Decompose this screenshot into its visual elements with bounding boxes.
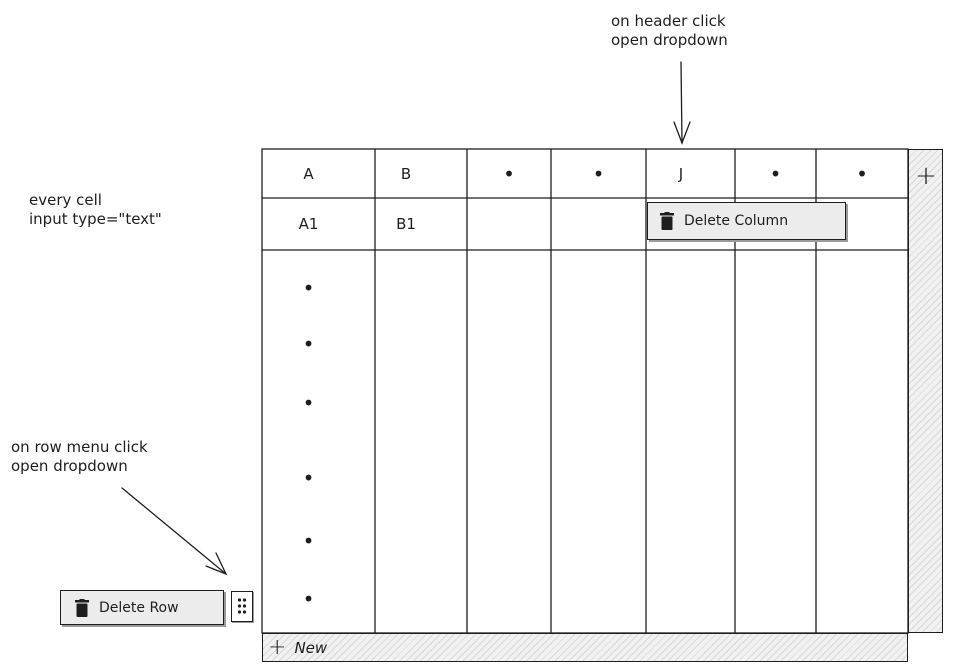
row-placeholder: • — [302, 391, 315, 415]
header-cell-b[interactable]: B — [400, 164, 412, 183]
header-cell-placeholder[interactable]: • — [592, 161, 605, 186]
row-dropdown[interactable]: Delete Row — [60, 590, 224, 625]
row-placeholder: • — [302, 466, 315, 490]
header-cell-placeholder[interactable]: • — [856, 161, 868, 186]
add-column-strip[interactable] — [908, 149, 943, 633]
header-cell-j[interactable]: J — [678, 164, 684, 183]
row-placeholder: • — [302, 332, 315, 356]
cell-type-note: every cell input type="text" — [29, 191, 162, 228]
row-placeholder: • — [302, 587, 315, 611]
row-placeholder: • — [302, 276, 315, 300]
header-arrow — [680, 61, 683, 144]
row-placeholder: • — [302, 529, 315, 553]
new-row-bar[interactable] — [262, 633, 908, 662]
add-column-icon[interactable]: + — [915, 161, 937, 191]
header-cell-placeholder[interactable]: • — [503, 161, 515, 186]
plus-icon: + — [268, 635, 287, 660]
cell-a1[interactable]: A1 — [298, 215, 319, 233]
trash-icon — [75, 598, 89, 617]
drag-handle-icon — [237, 598, 247, 614]
header-cell-a[interactable]: A — [303, 164, 314, 183]
delete-column-label[interactable]: Delete Column — [684, 213, 789, 229]
row-menu-arrow — [121, 487, 227, 575]
delete-row-label[interactable]: Delete Row — [99, 599, 179, 616]
header-cell-placeholder[interactable]: • — [769, 161, 782, 186]
trash-icon — [660, 212, 674, 230]
new-row-label: New — [294, 638, 328, 657]
column-dropdown[interactable]: Delete Column — [647, 202, 846, 240]
header-click-note: on header click open dropdown — [611, 12, 728, 49]
cell-b1[interactable]: B1 — [396, 215, 416, 233]
row-menu-handle[interactable] — [231, 591, 253, 622]
new-row-button[interactable]: + New — [268, 633, 327, 662]
row-menu-note: on row menu click open dropdown — [11, 438, 148, 475]
